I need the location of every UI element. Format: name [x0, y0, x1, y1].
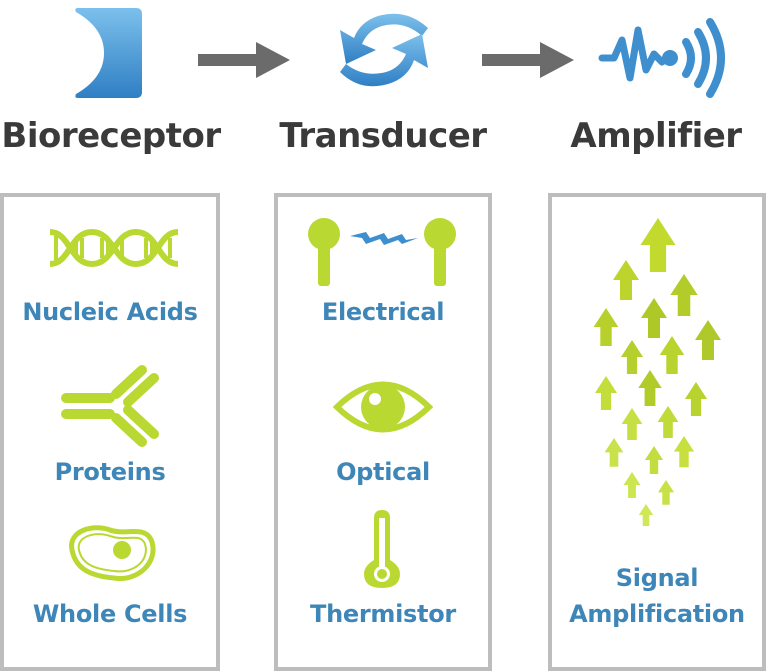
antibody-icon [61, 365, 159, 447]
eye-icon [332, 381, 434, 433]
electrodes-icon [308, 218, 456, 286]
item-label-proteins: Proteins [54, 458, 166, 486]
item-label-optical: Optical [336, 458, 430, 486]
up-arrows-icon [593, 218, 721, 526]
bioreceptor-icon [75, 8, 142, 98]
bioreceptor-box [0, 193, 220, 671]
item-label-amplification: Amplification [569, 600, 745, 628]
item-label-thermistor: Thermistor [310, 600, 456, 628]
flow-arrow-icon [482, 42, 574, 78]
stage-title-bioreceptor: Bioreceptor [1, 116, 221, 156]
stage-title-amplifier: Amplifier [570, 116, 742, 156]
cell-icon [69, 525, 156, 581]
item-label-nucleic-acids: Nucleic Acids [22, 298, 198, 326]
dna-helix-icon [49, 228, 179, 268]
item-label-electrical: Electrical [321, 298, 445, 326]
item-label-whole-cells: Whole Cells [32, 600, 188, 628]
signal-wave-icon [598, 18, 725, 98]
thermometer-icon [364, 510, 400, 588]
flow-arrow-icon [198, 42, 290, 78]
stage-title-transducer: Transducer [279, 116, 487, 156]
item-label-signal: Signal [615, 564, 699, 592]
transducer-cycle-icon [340, 13, 428, 87]
